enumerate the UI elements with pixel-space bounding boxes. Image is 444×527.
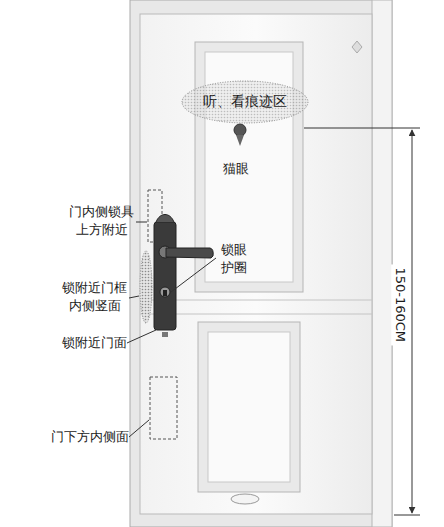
lock-latch — [162, 332, 168, 337]
part-label: 猫眼 — [223, 160, 249, 178]
dimension-extension — [394, 515, 420, 516]
trace-area — [140, 251, 152, 323]
door-jamb — [372, 0, 392, 527]
trace-ellipse: 听、看痕迹区 — [181, 80, 309, 124]
leader-line — [171, 258, 216, 292]
keyhole-ring — [160, 287, 170, 297]
zone-label: 听、看痕迹区 — [181, 93, 309, 111]
part-label: 门下方内侧面 — [51, 428, 129, 446]
trace-zone — [150, 377, 177, 439]
part-label: 锁眼 护圈 — [219, 241, 249, 276]
lock-crown — [156, 215, 174, 223]
brand-logo — [231, 494, 259, 504]
leader-line — [129, 296, 139, 298]
lower-panel — [198, 322, 300, 492]
dimension-text: 150-160CM — [391, 265, 409, 346]
part-label: 门内侧锁具 上方附近 — [67, 203, 136, 238]
peephole — [234, 124, 246, 136]
dimension-line — [412, 130, 413, 513]
part-label: 锁附近门框 内侧竖面 — [60, 279, 129, 314]
corner-logo — [352, 41, 362, 53]
lower-panel-bevel — [208, 332, 290, 482]
door-handle — [166, 248, 213, 258]
leader-line — [129, 420, 149, 437]
door-leaf — [140, 14, 372, 514]
leader-line — [127, 330, 156, 343]
keyhole — [163, 290, 167, 296]
part-label: 锁附近门面 — [62, 334, 127, 352]
leader-line — [136, 222, 147, 223]
peephole-base — [236, 135, 244, 146]
door-frame — [130, 0, 392, 527]
lock-escutcheon — [154, 222, 176, 330]
dimension-extension — [304, 128, 420, 129]
stipple-fill — [182, 81, 308, 123]
